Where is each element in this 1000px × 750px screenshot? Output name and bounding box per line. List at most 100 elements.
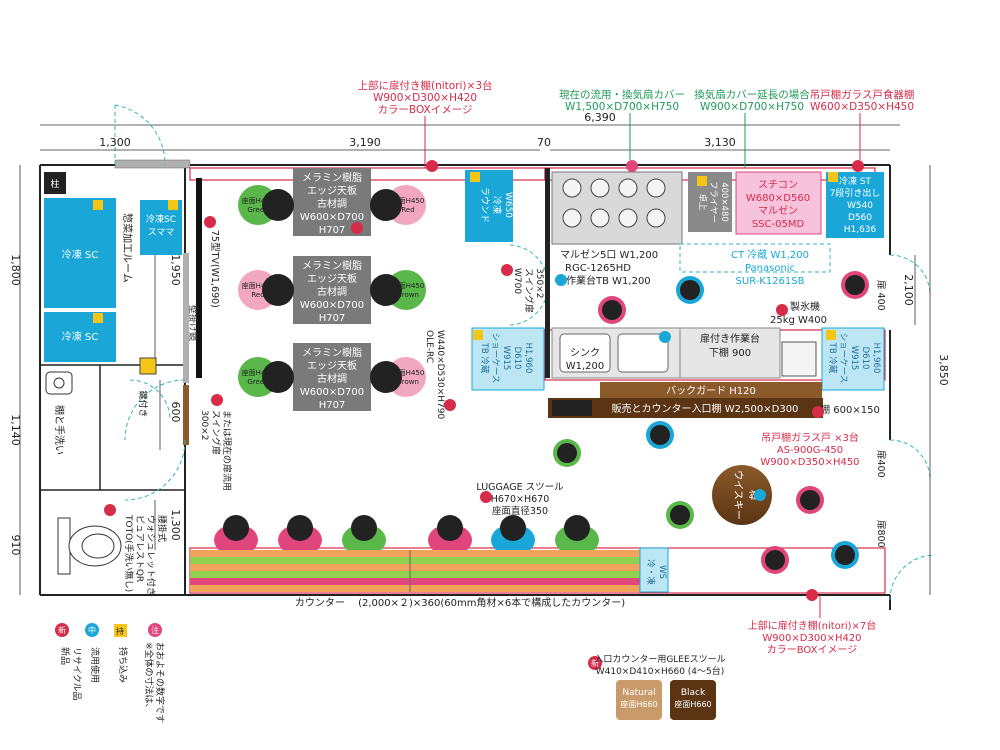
toilet-tank: [57, 517, 71, 575]
luggage-stool-label: LUGGAGE スツール H670×H670 座面直径350: [476, 482, 564, 517]
svg-text:Natural: Natural: [622, 688, 655, 698]
freezer-sc-2: [44, 312, 116, 362]
door-400-mid: 扉400: [875, 450, 887, 478]
svg-text:腰掛式: 腰掛式: [156, 515, 168, 542]
svg-text:OLE-RC: OLE-RC: [424, 330, 434, 363]
svg-text:注: 注: [151, 625, 159, 635]
ct-fridge-label: CT 冷蔵 W1,200 Panasonic SUR-K1261SB: [731, 248, 809, 287]
backguard-counter: バックガード H120 販売とカウンター入口棚 W2,500×D300 棚 60…: [548, 382, 880, 418]
stool-black: [670, 680, 716, 720]
svg-text:冷・凍: 冷・凍: [645, 559, 656, 585]
hanging-cabinet-line2: W600×D350×H450: [810, 101, 914, 113]
svg-text:ラウンド: ラウンド: [479, 187, 490, 223]
door-swings: [114, 104, 936, 601]
person-icon: [262, 274, 294, 306]
current-hood-line2: W1,500×D700×H750: [565, 101, 679, 113]
svg-text:W1,200: W1,200: [566, 361, 605, 372]
svg-text:Green: Green: [247, 378, 268, 386]
tv: [196, 178, 202, 378]
svg-text:製氷機: 製氷機: [790, 300, 820, 313]
hanging-cabinet-line1: 吊戸棚ガラス戸食器棚: [810, 88, 915, 101]
hand-sink: [45, 371, 73, 395]
door-800: 扉800: [875, 520, 887, 548]
current-hood-line1: 現在の流用・換気扇カバー: [559, 88, 685, 101]
svg-text:ウォシュレット付き: ウォシュレット付き: [145, 515, 156, 596]
svg-text:SSC-05MD: SSC-05MD: [752, 219, 805, 230]
pillar: [44, 172, 66, 194]
reuse-badge-icon: [85, 623, 99, 637]
table-2: [293, 256, 371, 324]
svg-text:D560: D560: [848, 213, 872, 223]
person-icon: [370, 189, 402, 221]
svg-text:座面H450: 座面H450: [392, 368, 425, 377]
svg-text:7段引き出し: 7段引き出し: [830, 187, 881, 199]
swing-door-label: W700 スイング扉 350×2: [512, 268, 544, 313]
svg-text:作業台TB W1,200: 作業台TB W1,200: [566, 274, 651, 287]
svg-text:Brown: Brown: [397, 378, 419, 386]
svg-text:扉付き作業台: 扉付き作業台: [700, 332, 760, 345]
svg-text:古材調: 古材調: [317, 197, 347, 210]
svg-text:座面H450: 座面H450: [392, 281, 425, 290]
svg-text:H1,636: H1,636: [844, 225, 877, 235]
svg-text:CT 冷蔵 W1,200: CT 冷蔵 W1,200: [731, 248, 809, 261]
new-badge-icon: [55, 623, 69, 637]
svg-text:Brown: Brown: [397, 291, 419, 299]
svg-text:W900×D350×H450: W900×D350×H450: [760, 457, 859, 468]
svg-text:W410×D410×H660 (4～5台): W410×D410×H660 (4～5台): [596, 665, 725, 677]
svg-text:Red: Red: [401, 206, 414, 214]
tv-area: 75型TV(W1,690) 壁掛け鏡: [187, 178, 220, 378]
svg-text:W900×D300×H420: W900×D300×H420: [762, 633, 861, 644]
freezer-st: [826, 172, 884, 238]
svg-text:スチコン: スチコン: [758, 179, 798, 191]
svg-text:W600×D700: W600×D700: [300, 387, 364, 398]
person-icon: [262, 361, 294, 393]
toilet-label: TOTO(手洗い無し) ピュアレストQR ウォシュレット付き 腰掛式: [123, 514, 168, 596]
top-shelf-line1: 上部に扉付き棚(nitori)×3台: [357, 79, 492, 92]
dim-1800: 1,800: [9, 254, 22, 286]
svg-text:W600×D700: W600×D700: [300, 300, 364, 311]
svg-text:シンク: シンク: [570, 347, 600, 359]
hanging-cabinet-x3: 吊戸棚ガラス戸 ×3台 AS-900G-450 W900×D350×H450: [760, 431, 859, 468]
svg-text:新: 新: [591, 658, 599, 668]
steam-convection-oven: [735, 171, 822, 235]
dim-1140: 1,140: [9, 414, 22, 446]
svg-text:座面H660: 座面H660: [620, 699, 657, 709]
svg-text:リサイクル品: リサイクル品: [71, 647, 82, 701]
svg-text:座面H450: 座面H450: [242, 196, 275, 205]
svg-text:上部に扉付き棚(nitori)×7台: 上部に扉付き棚(nitori)×7台: [748, 619, 877, 632]
toilet-icon: [68, 525, 122, 567]
counter-stools: [214, 515, 599, 556]
svg-text:冷凍SC: 冷凍SC: [146, 213, 176, 225]
svg-text:入口カウンター用GLEEスツール: 入口カウンター用GLEEスツール: [594, 654, 725, 665]
table-3: [293, 343, 371, 411]
kitchen-middle-row: TB 冷蔵 ショーケース W915 D610 H1,960 シンク W1,200…: [471, 327, 885, 391]
backguard: [600, 382, 822, 398]
svg-text:柱: 柱: [50, 178, 59, 190]
dim-1300-top: 1,300: [99, 136, 131, 149]
people: [553, 271, 869, 574]
svg-text:古材調: 古材調: [317, 285, 347, 298]
svg-text:Black: Black: [681, 688, 706, 698]
mirror-label: 壁掛け鏡: [187, 305, 199, 341]
svg-text:スイング扉: スイング扉: [523, 268, 535, 313]
svg-text:樽: 樽: [747, 490, 760, 500]
dim-3850: 3,850: [937, 354, 950, 386]
door-400-top: 扉 400: [875, 280, 887, 311]
walls: [39, 159, 891, 610]
top-annotations: 上部に扉付き棚(nitori)×3台 W900×D300×H420 カラーBOX…: [357, 79, 914, 168]
dim-2100: 2,100: [902, 274, 915, 306]
dimension-lines: [19, 124, 931, 595]
svg-text:座面H450: 座面H450: [392, 196, 425, 205]
svg-text:W915: W915: [849, 346, 859, 371]
stove-label: マルゼン5口 W1,200 RGC-1265HD 作業台TB W1,200: [560, 249, 658, 287]
hand-wash-label: 棚と手洗い: [53, 405, 66, 455]
svg-text:TOTO(手洗い無し): TOTO(手洗い無し): [123, 514, 135, 592]
microwave-icon: [781, 341, 817, 377]
svg-text:エッジ天板: エッジ天板: [307, 184, 357, 197]
door-300-label: 300×2 スイング扉 または現在の扉流用: [199, 410, 233, 491]
tb-showcase-left: [471, 327, 545, 391]
svg-text:販売とカウンター入口棚 W2,500×D300: 販売とカウンター入口棚 W2,500×D300: [612, 402, 799, 415]
shelf-600: 棚 600×150: [820, 403, 880, 416]
svg-text:バックガード H120: バックガード H120: [666, 385, 756, 397]
